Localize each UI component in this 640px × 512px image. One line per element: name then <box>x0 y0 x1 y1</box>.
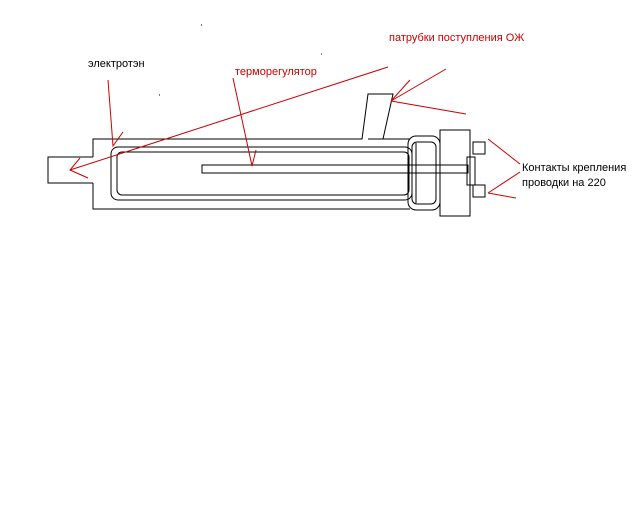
thermostat-rod <box>201 164 469 174</box>
annotation-lines <box>69 24 521 199</box>
label-thermostat: терморегулятор <box>235 66 317 78</box>
arrows-to-coolant-inlets <box>390 68 467 115</box>
housing-outer <box>92 93 410 210</box>
arrow-to-thermostat <box>232 77 257 167</box>
text-labels: электротэн терморегулятор патрубки посту… <box>88 32 626 189</box>
label-coolant-inlets: патрубки поступления ОЖ <box>389 32 524 44</box>
arrow-to-left-inlet <box>69 66 389 179</box>
end-cap <box>407 129 476 217</box>
stray-marks <box>159 24 322 96</box>
contact-terminals <box>472 141 486 198</box>
arrows-to-contacts <box>487 138 521 199</box>
label-contacts-line2: проводки на 220 <box>522 177 606 189</box>
label-contacts-line1: Контакты крепления <box>522 162 626 174</box>
device-drawing <box>47 93 486 217</box>
arrow-to-heating-element <box>107 79 124 148</box>
label-heating-element: электротэн <box>88 58 145 70</box>
left-inlet-pipe <box>47 156 93 184</box>
